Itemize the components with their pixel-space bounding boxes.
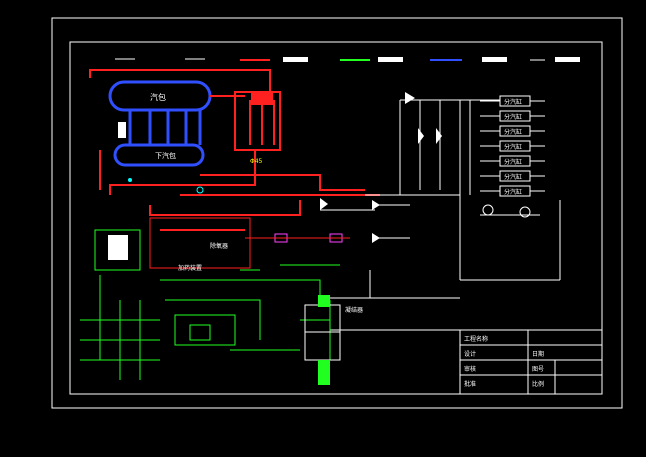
consumer-1: 分汽缸 — [504, 98, 522, 106]
upper-drum-label: 汽包 — [150, 92, 166, 102]
valves — [320, 92, 442, 243]
consumer-2: 分汽缸 — [504, 113, 522, 121]
consumer-5: 分汽缸 — [504, 158, 522, 166]
deaerator-label: 除氧器 — [210, 242, 228, 250]
consumer-3: 分汽缸 — [504, 128, 522, 136]
inner-border — [69, 41, 603, 395]
tb-drawing-no: 图号 — [532, 366, 544, 373]
consumer-stack: 分汽缸 分汽缸 分汽缸 分汽缸 分汽缸 分汽缸 分汽缸 — [469, 95, 545, 218]
tb-approve: 批准 — [464, 380, 476, 388]
title-block — [459, 329, 603, 395]
water-lines — [80, 217, 340, 380]
misc-elements — [128, 178, 350, 243]
steam-pipe-label: Φ45 — [250, 158, 263, 165]
boiler-drum-group: 汽包 下汽包 — [108, 80, 212, 167]
lower-drum-label: 下汽包 — [155, 151, 176, 160]
lower-drum — [113, 143, 205, 167]
tb-scale: 比例 — [532, 380, 544, 388]
consumer-4: 分汽缸 — [504, 143, 522, 151]
tb-project: 工程名称 — [464, 335, 488, 343]
dosing-label: 加药装置 — [178, 264, 202, 272]
steam-lines — [89, 69, 380, 231]
tb-date: 日期 — [532, 350, 544, 358]
tb-review: 审核 — [464, 365, 476, 373]
consumer-7: 分汽缸 — [504, 188, 522, 196]
tb-design: 设计 — [464, 350, 476, 358]
outer-border — [51, 17, 623, 409]
consumer-6: 分汽缸 — [504, 173, 522, 181]
condenser-label: 凝结器 — [345, 306, 363, 314]
legend — [115, 57, 580, 62]
central-equipment — [304, 295, 341, 385]
